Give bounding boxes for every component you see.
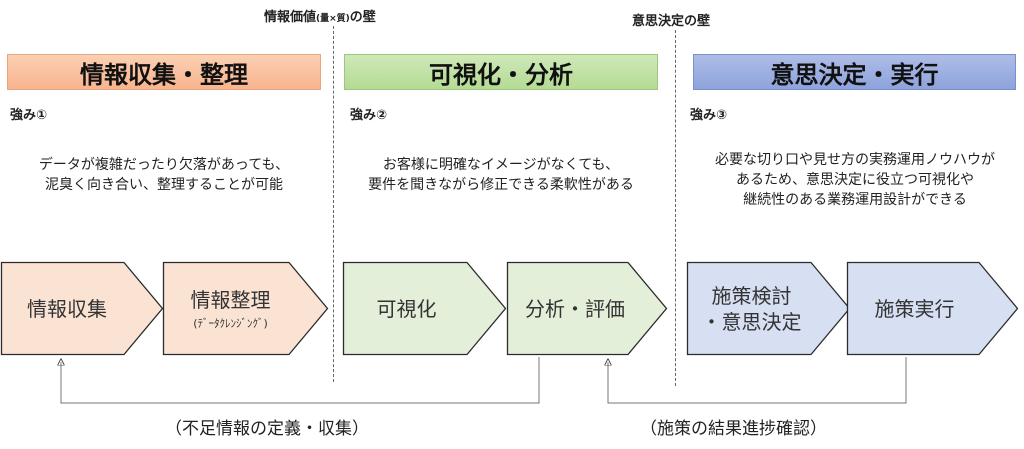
- desc-line: 要件を聞きながら修正できる柔軟性がある: [368, 177, 634, 193]
- feedback-label-right: （施策の結果進捗確認）: [640, 419, 827, 439]
- step-shape: [686, 261, 851, 356]
- step-decide: 施策検討 ・意思決定: [686, 261, 851, 356]
- banner-info-collection: 情報収集・整理: [7, 54, 321, 90]
- step-label: 施策検討: [711, 283, 792, 308]
- strength-3-label: 強み③: [690, 108, 728, 123]
- step-text: 施策実行: [847, 262, 1018, 355]
- decision-wall-label: 意思決定の壁: [632, 14, 711, 29]
- step-info-organize: 情報整理 (ﾃﾞｰﾀｸﾚﾝｼﾞﾝｸﾞ): [162, 261, 329, 356]
- feedback-line-right: [608, 357, 907, 404]
- step-info-collection: 情報収集: [0, 261, 164, 356]
- step-shape: [342, 261, 507, 356]
- info-value-wall-label: 情報価値(量×質)の壁: [264, 6, 376, 25]
- strength-2-label: 強み②: [350, 108, 388, 123]
- step-shape: [506, 261, 668, 356]
- step-text: 施策検討 ・意思決定: [687, 262, 850, 355]
- step-label: 情報整理: [190, 287, 271, 312]
- step-label: 情報収集: [27, 296, 107, 321]
- step-shape: [162, 261, 329, 356]
- wall-label-suffix: の壁: [349, 10, 376, 25]
- desc-line: 継続性のある業務運用設計ができる: [743, 192, 967, 208]
- desc-line: お客様に明確なイメージがなくても、: [382, 157, 620, 173]
- strength-1-description: データが複雑だったり欠落があっても、 泥臭く向き合い、整理することが可能: [7, 155, 321, 195]
- info-value-wall-divider: [333, 26, 334, 382]
- desc-line: あるため、意思決定に役立つ可視化や: [736, 172, 974, 188]
- wall-label-small: (量×質): [316, 14, 350, 24]
- strength-2-description: お客様に明確なイメージがなくても、 要件を聞きながら修正できる柔軟性がある: [344, 155, 658, 195]
- step-shape: [846, 261, 1019, 356]
- desc-line: データが複雑だったり欠落があっても、: [38, 157, 290, 173]
- step-label: 分析・評価: [525, 296, 625, 321]
- step-text: 情報収集: [1, 262, 163, 355]
- step-shape: [0, 261, 164, 356]
- step-label: 可視化: [376, 296, 437, 321]
- strength-1-label: 強み①: [10, 108, 48, 123]
- desc-line: 泥臭く向き合い、整理することが可能: [45, 177, 283, 193]
- step-analyze: 分析・評価: [506, 261, 668, 356]
- feedback-label-left: （不足情報の定義・収集）: [165, 419, 369, 439]
- step-text: 情報整理 (ﾃﾞｰﾀｸﾚﾝｼﾞﾝｸﾞ): [163, 262, 328, 355]
- step-visualize: 可視化: [342, 261, 507, 356]
- desc-line: 必要な切り口や見せ方の実務運用ノウハウが: [715, 152, 995, 168]
- banner-decision: 意思決定・実行: [693, 54, 1016, 90]
- step-text: 分析・評価: [507, 262, 667, 355]
- step-text: 可視化: [343, 262, 506, 355]
- step-label: 施策実行: [874, 296, 955, 321]
- banner-visualization: 可視化・分析: [344, 54, 658, 90]
- step-sublabel: (ﾃﾞｰﾀｸﾚﾝｼﾞﾝｸﾞ): [193, 316, 268, 330]
- step-execute: 施策実行: [846, 261, 1019, 356]
- feedback-line-left: [61, 357, 540, 404]
- step-label-line2: ・意思決定: [701, 309, 802, 334]
- decision-wall-divider: [675, 30, 676, 386]
- wall-label-main: 情報価値: [264, 10, 317, 25]
- strength-3-description: 必要な切り口や見せ方の実務運用ノウハウが あるため、意思決定に役立つ可視化や 継…: [690, 150, 1020, 210]
